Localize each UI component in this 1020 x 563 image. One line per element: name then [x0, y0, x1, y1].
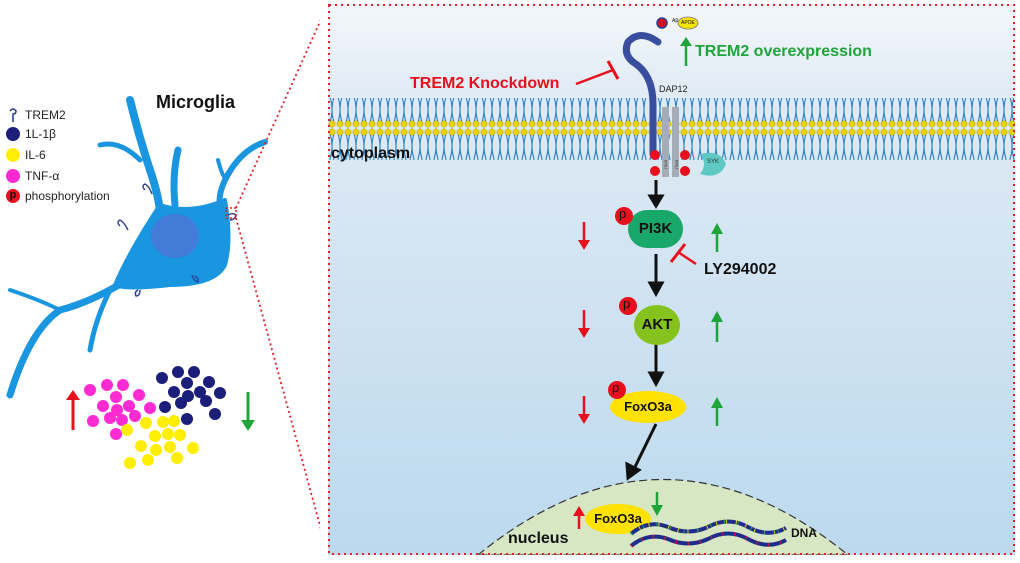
zoom-panel-border — [328, 4, 1015, 555]
phospho-glyph: p — [623, 296, 631, 311]
circle-icon — [6, 148, 20, 162]
knockdown-inhibition-icon — [575, 60, 620, 86]
syk-kinase — [700, 152, 726, 176]
phospho-glyph: p — [619, 206, 627, 221]
overexpression-up-arrow-icon — [711, 223, 723, 426]
dap12-chain — [662, 107, 669, 177]
ly294002-inhibition-icon — [669, 243, 697, 266]
phospho-p-icon — [615, 207, 633, 225]
dap12-label: DAP12 — [659, 84, 688, 94]
microglia-title: Microglia — [156, 92, 236, 112]
itam-phospho-icons — [650, 150, 690, 176]
circle-icon — [6, 127, 20, 141]
dap12-chain — [672, 107, 679, 177]
dna-label: DNA — [791, 526, 817, 540]
pathway-arrows — [625, 180, 665, 481]
nuclear-foxo3a-label: FoxO3a — [594, 511, 642, 526]
phospho-p-icon — [619, 297, 637, 315]
legend-label: TREM2 — [25, 108, 66, 122]
apoe-label: APOE — [681, 20, 695, 26]
circle-icon — [6, 169, 20, 183]
zoom-box — [225, 207, 237, 219]
overexpression-up-arrow-icon — [680, 37, 692, 66]
legend-item-il1b: 1L-1β — [6, 127, 56, 141]
legend-label: IL-6 — [25, 148, 46, 162]
nucleus-up-arrow-icon — [573, 506, 585, 529]
abeta-label: Aβ — [672, 18, 679, 24]
left-panel: TREM2 1L-1β IL-6 TNF-α p phosphorylation… — [0, 0, 320, 563]
syk-label: SYK — [707, 159, 720, 165]
pi3k-label: PI3K — [638, 220, 673, 237]
trem2-overexpression-label: TREM2 overexpression — [695, 43, 872, 60]
legend-item-phosphorylation: p phosphorylation — [6, 189, 110, 203]
legend-label: phosphorylation — [25, 189, 110, 203]
legend-label: 1L-1β — [25, 127, 56, 141]
cytoplasm-label: cytoplasm — [331, 145, 411, 162]
pi3k-node — [628, 210, 683, 248]
phospho-p-icon: p — [6, 189, 20, 203]
phospho-p-icon — [608, 381, 626, 399]
foxo3a-label: FoxO3a — [624, 399, 672, 414]
foxo3a-node — [610, 391, 686, 423]
trem2-knockdown-label: TREM2 Knockdown — [410, 75, 560, 92]
apoe-ligand-icon — [677, 16, 699, 30]
nuclear-foxo3a-node — [585, 504, 651, 534]
pathway-illustration — [328, 4, 1015, 555]
trem2-receptor-icon — [9, 108, 17, 122]
nucleus-down-arrow-icon — [651, 492, 663, 516]
phospho-glyph: p — [612, 380, 620, 395]
nucleus-label: nucleus — [508, 530, 569, 547]
nucleus-shape — [151, 214, 199, 258]
abeta-ligand-icon — [656, 17, 668, 29]
knockdown-down-arrow-icon — [578, 222, 590, 424]
microglia-cell-illustration — [6, 19, 320, 530]
legend-label: TNF-α — [25, 169, 60, 183]
dna-helix-icon — [629, 519, 787, 548]
legend-item-trem2: TREM2 — [6, 107, 66, 123]
legend-item-il6: IL-6 — [6, 148, 46, 162]
itam-label: ITAM — [663, 159, 669, 170]
akt-node — [634, 305, 680, 345]
cytokine-cluster — [84, 366, 226, 469]
legend-item-tnfa: TNF-α — [6, 169, 59, 183]
cell-membrane — [328, 98, 1015, 160]
trem2-receptor-icon — [622, 32, 662, 158]
ly294002-label: LY294002 — [704, 261, 777, 278]
cytokine-down-arrow-icon — [241, 392, 255, 431]
akt-label: AKT — [641, 316, 673, 333]
signaling-pathway-panel: Aβ APOE TREM2 overexpression TREM2 Knock… — [328, 4, 1015, 555]
cytokine-up-arrow-icon — [66, 390, 80, 430]
nucleus-region — [477, 478, 849, 555]
itam-label: ITAM — [674, 159, 680, 170]
